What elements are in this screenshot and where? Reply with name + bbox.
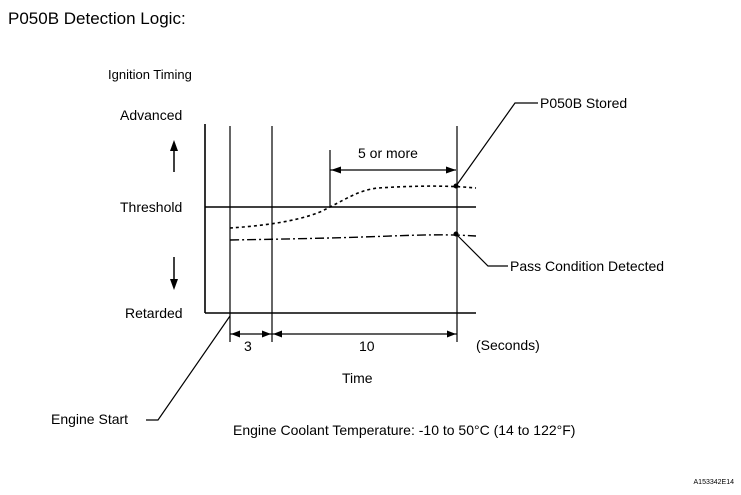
y-label-retarded: Retarded (125, 305, 183, 321)
x-axis-label: Time (342, 370, 373, 386)
page-title: P050B Detection Logic: (8, 9, 186, 28)
interval-dimension-2 (272, 330, 457, 338)
stored-label: P050B Stored (540, 95, 627, 111)
x-unit-label: (Seconds) (476, 337, 540, 353)
arrow-down-icon (170, 257, 178, 290)
engine-start-leader (146, 315, 231, 421)
pass-leader (455, 233, 508, 267)
window-label: 5 or more (358, 145, 418, 161)
y-axis-label: Ignition Timing (108, 67, 192, 82)
interval-dimension-1 (230, 330, 272, 338)
stored-leader (455, 102, 538, 187)
engine-start-label: Engine Start (51, 411, 128, 427)
pass-label: Pass Condition Detected (510, 258, 664, 274)
pass-trace (229, 234, 477, 241)
y-label-advanced: Advanced (120, 107, 182, 123)
y-label-threshold: Threshold (120, 199, 182, 215)
arrow-up-icon (170, 140, 178, 172)
interval-label-1: 3 (244, 338, 252, 354)
figure-id: A153342E14 (694, 479, 735, 486)
window-dimension (330, 166, 456, 174)
failure-trace (229, 185, 477, 229)
condition-text: Engine Coolant Temperature: -10 to 50°C … (233, 422, 575, 438)
interval-label-2: 10 (359, 338, 375, 354)
